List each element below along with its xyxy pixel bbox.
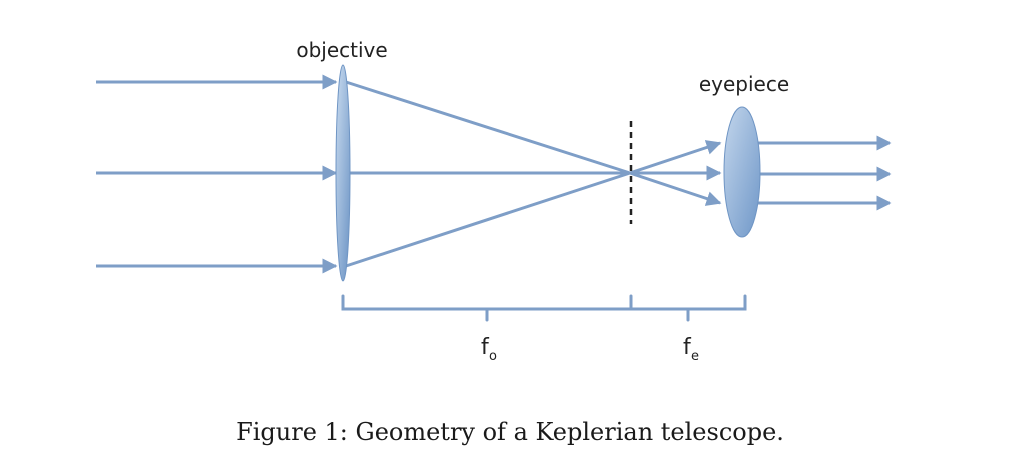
fe-label: f e: [683, 335, 699, 364]
svg-text:f: f: [683, 335, 692, 360]
eyepiece-label: eyepiece: [699, 72, 789, 96]
fo-label: f o: [481, 335, 497, 364]
svg-text:e: e: [691, 349, 699, 364]
converging-rays: [345, 80, 631, 268]
fe-bracket: [629, 294, 747, 322]
diverging-ray-bottom: [629, 171, 722, 206]
objective-lens: [335, 64, 351, 282]
diverging-rays: [629, 140, 722, 206]
focal-length-brackets: [341, 294, 747, 322]
converging-ray-bottom: [345, 171, 631, 268]
svg-text:f: f: [481, 335, 490, 360]
diverging-ray-top: [629, 140, 722, 175]
converging-ray-top: [345, 80, 631, 175]
outgoing-rays: [758, 135, 892, 211]
eyepiece-lens: [723, 106, 761, 238]
svg-text:o: o: [489, 349, 497, 364]
figure-caption: Figure 1: Geometry of a Keplerian telesc…: [236, 418, 784, 446]
incoming-rays: [96, 74, 338, 274]
fo-bracket: [341, 294, 633, 322]
objective-label: objective: [296, 38, 387, 62]
